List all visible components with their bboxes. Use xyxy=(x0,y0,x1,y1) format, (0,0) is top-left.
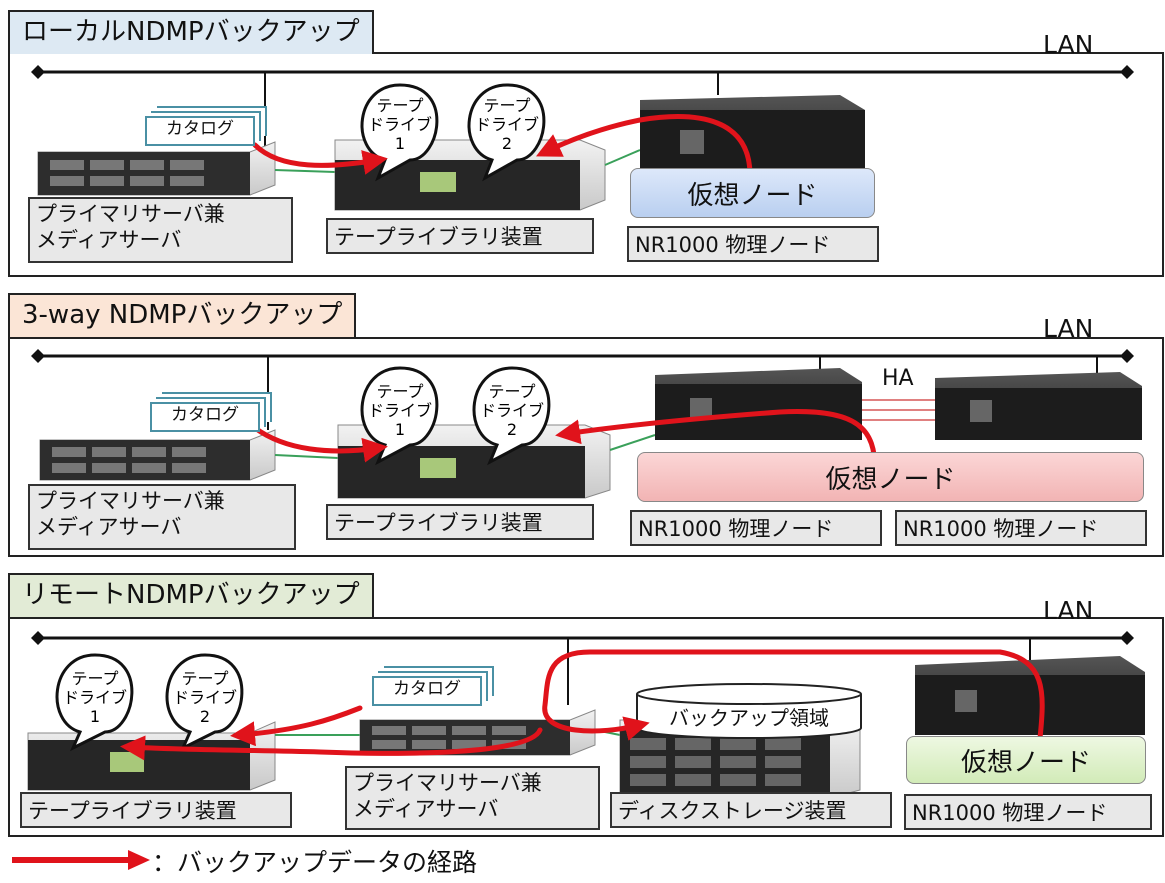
server-label: プライマリサーバ兼 メディアサーバ xyxy=(345,766,600,830)
node-label: NR1000 物理ノード xyxy=(627,226,879,262)
server-label-line1: プライマリサーバ兼 xyxy=(36,202,225,226)
nr1000-node-icon xyxy=(640,95,865,175)
lan-label: LAN xyxy=(1043,30,1094,59)
drive-line: ドライブ xyxy=(474,115,539,134)
catalog-label: カタログ xyxy=(166,119,234,139)
drive-line: ドライブ xyxy=(172,688,237,707)
drive-line: テープ xyxy=(376,96,424,115)
drive-line: ドライブ xyxy=(367,401,432,420)
cable xyxy=(604,149,641,166)
node-label: NR1000 物理ノード xyxy=(904,794,1152,830)
drive-line: ドライブ xyxy=(62,688,127,707)
section-remote-title: リモートNDMPバックアップ xyxy=(8,573,374,617)
cable xyxy=(274,454,339,459)
server-icon xyxy=(37,141,276,196)
tape-library-icon xyxy=(27,721,276,791)
server-label-line2: メディアサーバ xyxy=(36,515,182,539)
virtual-node: 仮想ノード xyxy=(630,168,875,218)
virtual-node: 仮想ノード xyxy=(637,452,1144,502)
legend: ：バックアップデータの経路 xyxy=(152,843,477,879)
section-local-title: ローカルNDMPバックアップ xyxy=(8,10,374,54)
backup-area-label: バックアップ領域 xyxy=(669,706,829,730)
drive-line: テープ xyxy=(488,382,536,401)
drive-line: ドライブ xyxy=(479,401,544,420)
backup-data-path xyxy=(120,114,1045,761)
virtual-node: 仮想ノード xyxy=(906,736,1146,784)
drive-number: 2 xyxy=(501,134,513,153)
backup-area-cylinder xyxy=(636,683,862,739)
nr1000-node-icon xyxy=(935,372,1142,440)
ha-link xyxy=(862,399,935,421)
drive-line: ドライブ xyxy=(367,115,432,134)
drive-number: 2 xyxy=(199,707,211,726)
library-label: テープライブラリ装置 xyxy=(326,504,594,540)
node-label: NR1000 物理ノード xyxy=(895,510,1147,546)
legend-text: ：バックアップデータの経路 xyxy=(152,848,478,877)
lan-line-2 xyxy=(31,349,1134,430)
drive-number: 1 xyxy=(89,707,101,726)
lan-line-3 xyxy=(31,631,1134,705)
disk-label: ディスクストレージ装置 xyxy=(610,792,892,828)
library-label: テープライブラリ装置 xyxy=(20,792,292,828)
lan-label: LAN xyxy=(1043,314,1094,343)
nr1000-node-icon xyxy=(655,368,862,440)
cable xyxy=(274,169,336,173)
drive-line: テープ xyxy=(71,669,119,688)
drive-line: テープ xyxy=(376,382,424,401)
catalog-label: カタログ xyxy=(393,679,461,699)
node-label: NR1000 物理ノード xyxy=(630,510,882,546)
ha-label: HA xyxy=(882,366,914,391)
legend-arrow xyxy=(12,850,150,870)
catalog-label: カタログ xyxy=(171,405,239,425)
server-icon xyxy=(39,429,276,481)
server-label-line1: プライマリサーバ兼 xyxy=(353,771,542,795)
disk-storage-icon xyxy=(619,719,861,799)
drive-line: テープ xyxy=(181,669,229,688)
server-label-line2: メディアサーバ xyxy=(353,797,499,821)
library-label: テープライブラリ装置 xyxy=(326,218,594,254)
server-label: プライマリサーバ兼 メディアサーバ xyxy=(28,484,296,550)
server-label-line2: メディアサーバ xyxy=(36,228,182,252)
nr1000-node-icon xyxy=(915,656,1145,735)
lan-line-1 xyxy=(31,65,1134,150)
drive-number: 1 xyxy=(394,420,406,439)
lan-label: LAN xyxy=(1043,596,1094,625)
section-3way-title: 3-way NDMPバックアップ xyxy=(8,293,357,337)
drive-number: 2 xyxy=(506,420,518,439)
catalog-tag: カタログ xyxy=(150,402,260,432)
catalog-tag: カタログ xyxy=(145,116,255,146)
drive-line: テープ xyxy=(483,96,531,115)
server-label-line1: プライマリサーバ兼 xyxy=(36,489,225,513)
cable xyxy=(609,434,656,451)
drive-number: 1 xyxy=(394,134,406,153)
catalog-tag: カタログ xyxy=(372,676,482,706)
server-label: プライマリサーバ兼 メディアサーバ xyxy=(28,197,293,263)
